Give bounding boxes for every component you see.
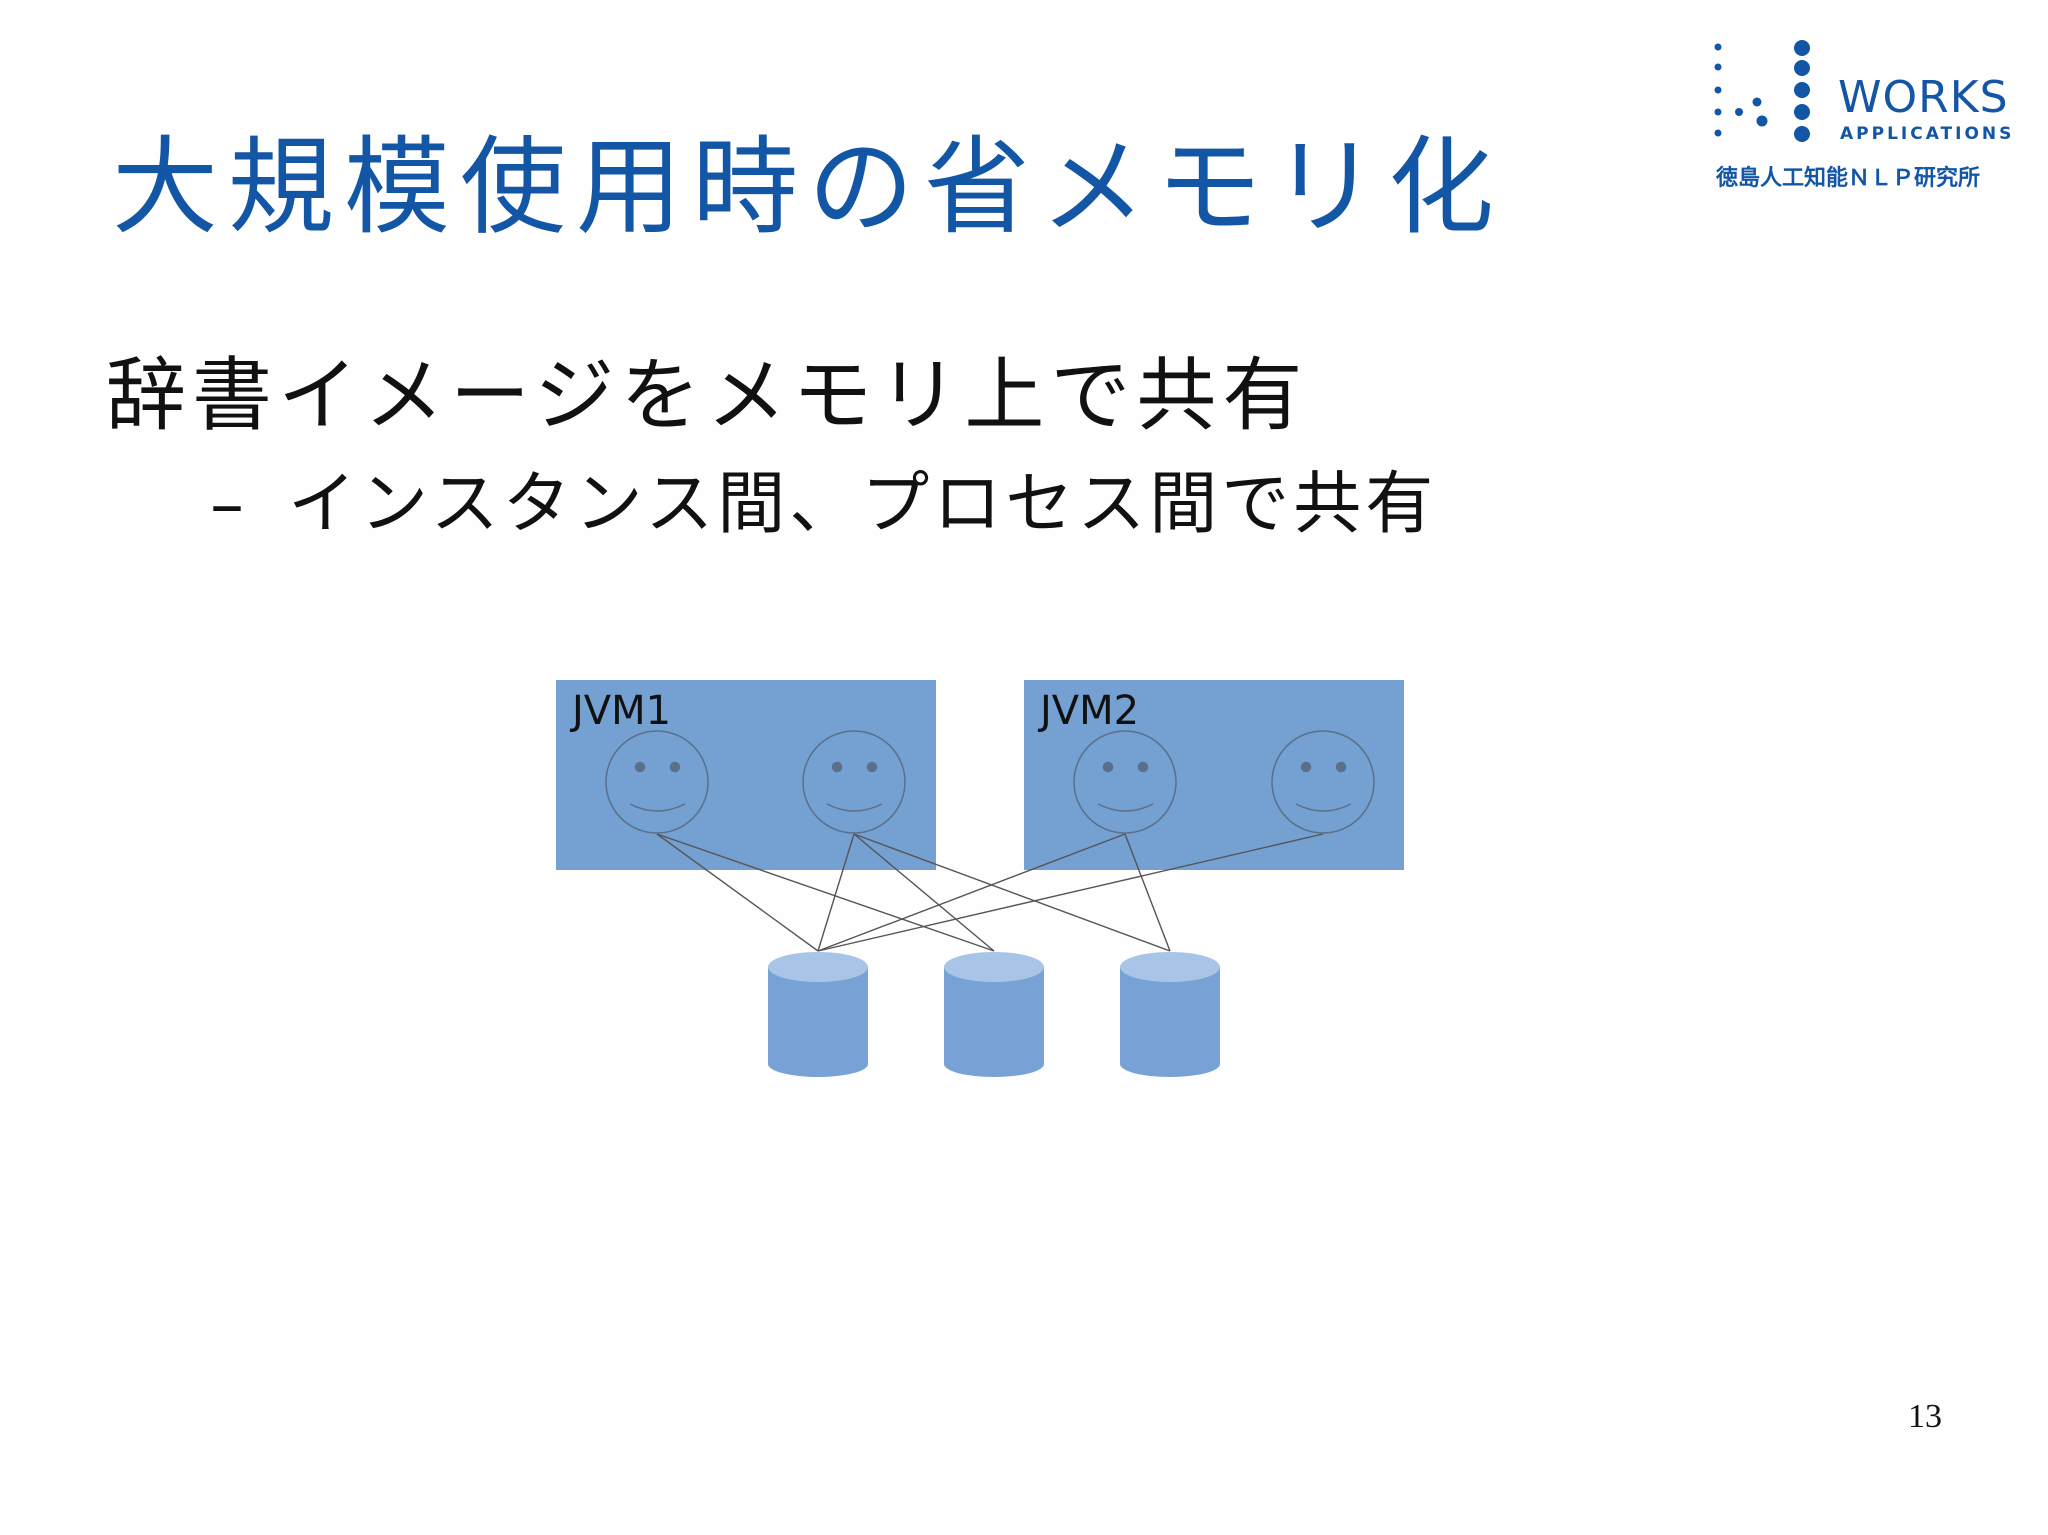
jvm1-box — [556, 680, 936, 870]
bullet-main: 辞書イメージをメモリ上で共有 — [106, 349, 1309, 442]
company-logo: WORKS APPLICATIONS 徳島人工知能ＮＬＰ研究所 — [1710, 38, 2030, 198]
logo-applications-text: APPLICATIONS — [1840, 124, 2015, 144]
jvm1-label: JVM1 — [569, 688, 671, 734]
process-face-icon — [1073, 730, 1177, 834]
process-face-icon — [605, 730, 709, 834]
bullet-sub: –インスタンス間、プロセス間で共有 — [210, 465, 1438, 544]
logo-works-text: WORKS — [1838, 72, 2009, 123]
jvm2-label: JVM2 — [1037, 688, 1139, 734]
slide-title: 大規模使用時の省メモリ化 — [112, 126, 1504, 249]
dictionary-cylinder-icon — [944, 952, 1044, 1077]
process-face-icon — [1271, 730, 1375, 834]
dictionary-cylinder-icon — [1120, 952, 1220, 1077]
dictionary-cylinder-icon — [768, 952, 868, 1077]
page-number: 13 — [1908, 1398, 1942, 1435]
connection-lines — [656, 833, 1324, 952]
process-face-icon — [802, 730, 906, 834]
dots-logo-icon — [1714, 40, 1810, 142]
bullet-sub-text: インスタンス間、プロセス間で共有 — [288, 465, 1438, 544]
logo-lab-text: 徳島人工知能ＮＬＰ研究所 — [1716, 165, 1981, 191]
bullet-dash: – — [210, 465, 248, 544]
jvm2-box — [1024, 680, 1404, 870]
